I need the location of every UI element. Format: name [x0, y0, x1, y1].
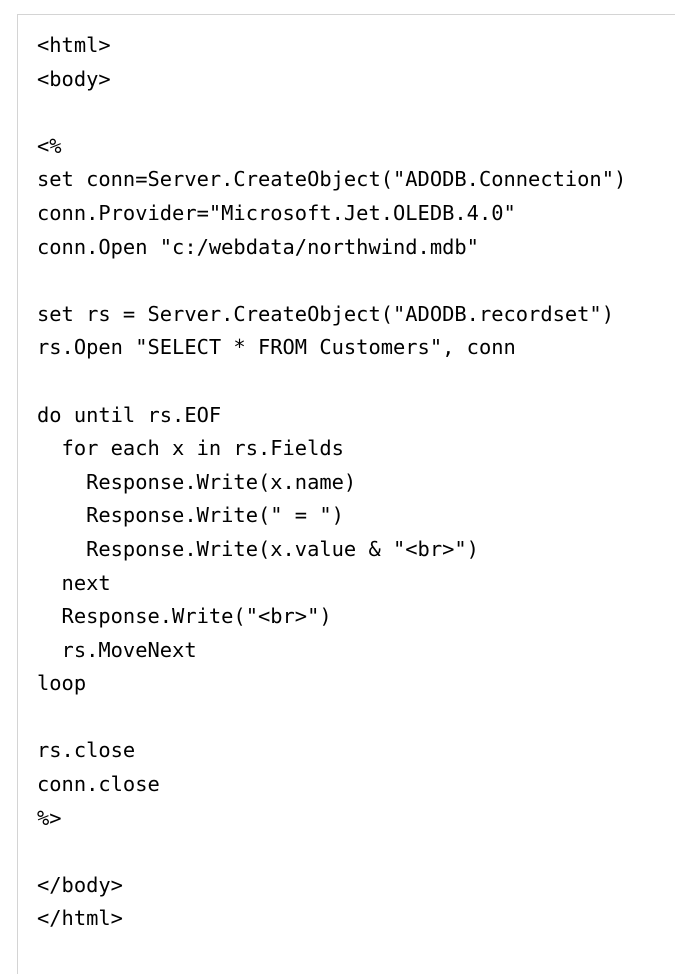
code-example-box: <html> <body> <% set conn=Server.CreateObje…	[17, 14, 675, 974]
code-line: </body>	[37, 872, 123, 897]
code-line: set rs = Server.CreateObject("ADODB.reco…	[37, 301, 614, 326]
code-line: conn.Open "c:/webdata/northwind.mdb"	[37, 234, 479, 259]
code-line: Response.Write("<br>")	[37, 604, 332, 629]
code-line	[37, 365, 626, 399]
code-line: <%	[37, 133, 62, 158]
code-line	[37, 264, 626, 298]
code-line	[37, 701, 626, 735]
code-line: </html>	[37, 906, 123, 931]
code-line: <body>	[37, 66, 111, 91]
code-line: Response.Write(x.name)	[37, 469, 357, 494]
code-line: next	[37, 570, 111, 595]
code-line: conn.Provider="Microsoft.Jet.OLEDB.4.0"	[37, 200, 516, 225]
code-line: do until rs.EOF	[37, 402, 222, 427]
code-line: for each x in rs.Fields	[37, 436, 344, 461]
code-line: %>	[37, 805, 62, 830]
code-line: rs.MoveNext	[37, 637, 197, 662]
code-line: Response.Write(x.value & "<br>")	[37, 536, 479, 561]
code-block: <html> <body> <% set conn=Server.CreateObje…	[37, 29, 626, 936]
code-line: rs.close	[37, 738, 136, 763]
code-line: rs.Open "SELECT * FROM Customers", conn	[37, 335, 516, 360]
code-line	[37, 96, 626, 130]
code-line: Response.Write(" = ")	[37, 503, 344, 528]
code-line: conn.close	[37, 772, 160, 797]
code-line: set conn=Server.CreateObject("ADODB.Conn…	[37, 167, 627, 192]
code-line: <html>	[37, 33, 111, 57]
code-line: loop	[37, 671, 87, 696]
code-line	[37, 835, 626, 869]
